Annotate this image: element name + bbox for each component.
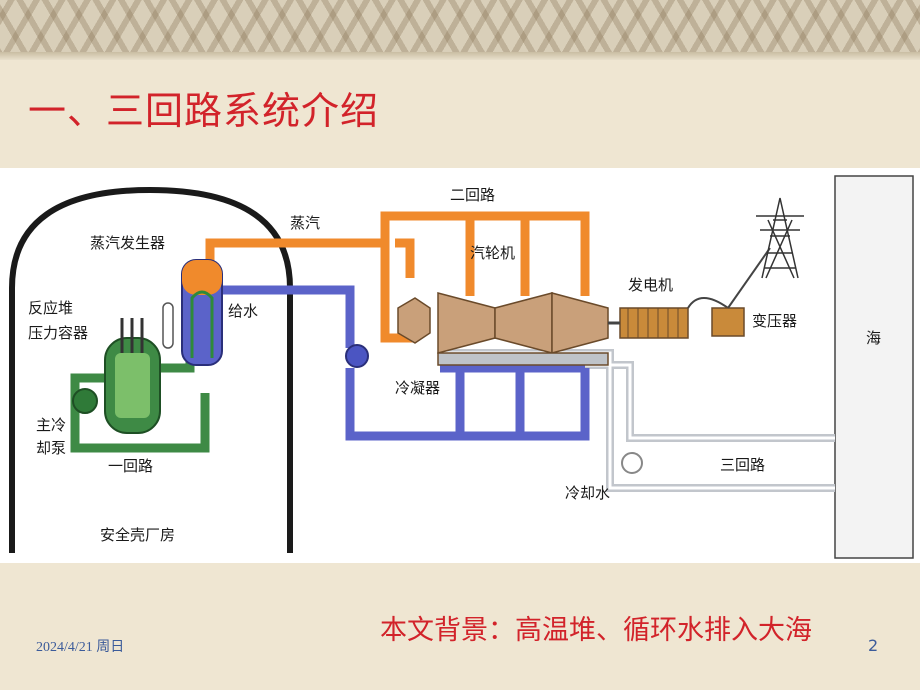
main-coolant-pump [72, 388, 98, 414]
transmission-tower [756, 197, 804, 279]
label-containment: 安全壳厂房 [100, 526, 175, 544]
label-steam: 蒸汽 [290, 214, 320, 232]
label-generator: 发电机 [628, 276, 673, 294]
steam-pipes [205, 211, 590, 343]
label-main-pump-2: 却泵 [36, 439, 66, 457]
nuclear-plant-diagram: 蒸汽发生器 蒸汽 二回路 汽轮机 发电机 变压器 海 反应堆 压力容器 给水 主… [0, 168, 920, 563]
slide-title: 一、三回路系统介绍 [28, 89, 380, 133]
generator [619, 307, 689, 339]
label-condenser: 冷凝器 [395, 379, 440, 397]
label-cooling-water: 冷却水 [565, 484, 610, 502]
reactor-vessel [104, 302, 174, 434]
footer-note: 本文背景：高温堆、循环水排入大海 [380, 615, 812, 646]
label-sea: 海 [866, 329, 881, 347]
transformer [711, 307, 745, 337]
label-steam-generator: 蒸汽发生器 [90, 234, 165, 252]
steam-generator [181, 259, 223, 366]
label-transformer: 变压器 [752, 312, 797, 330]
label-first-loop: 一回路 [108, 457, 153, 475]
sea-area [834, 175, 914, 559]
label-third-loop: 三回路 [720, 456, 765, 474]
label-turbine: 汽轮机 [470, 244, 515, 262]
feedwater-pipes [210, 285, 590, 441]
footer-date: 2024/4/21 周日 [36, 640, 125, 655]
page-number: 2 [868, 636, 879, 655]
decorative-top-border [0, 0, 920, 60]
label-feedwater: 给水 [228, 302, 258, 320]
label-reactor: 反应堆 [28, 299, 73, 317]
feedwater-pump [345, 344, 369, 368]
label-main-pump-1: 主冷 [36, 416, 66, 434]
label-pressure-vessel: 压力容器 [28, 324, 88, 342]
cooling-water-pump [621, 452, 643, 474]
turbine-stages [397, 292, 609, 366]
label-second-loop: 二回路 [450, 186, 495, 204]
